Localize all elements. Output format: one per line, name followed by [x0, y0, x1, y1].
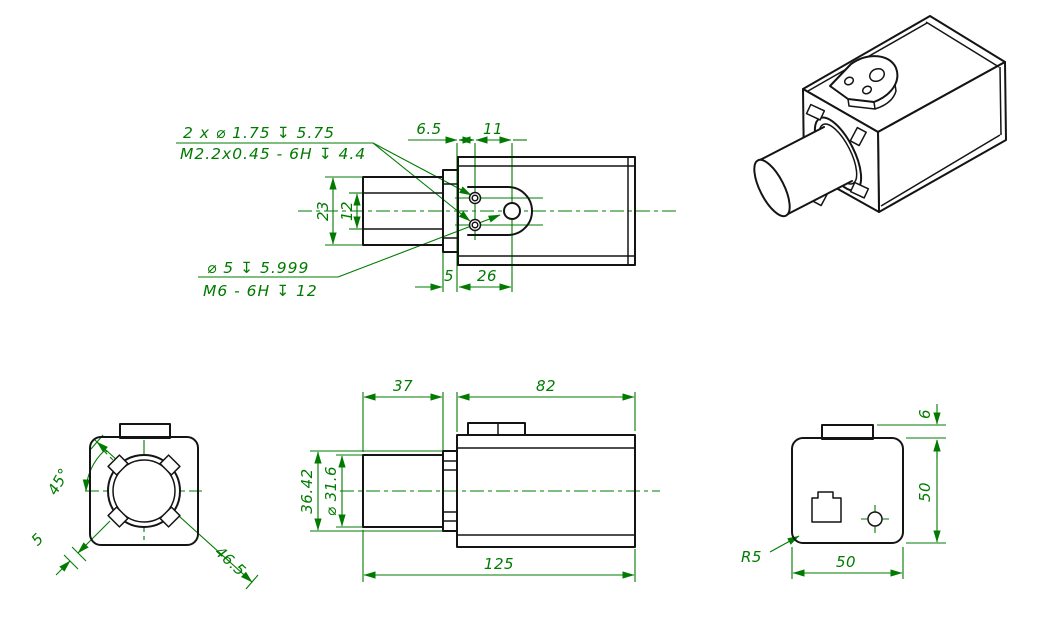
iso-boss-plate-thickness	[847, 83, 897, 110]
front-view-lug	[107, 454, 129, 476]
callout-small-holes-line1: 2 x ⌀ 1.75 ↧ 5.75	[183, 124, 335, 142]
dim-125-label: 125	[484, 555, 514, 573]
rear-view: 6 50 50 R5	[741, 404, 946, 579]
top-view-center-hole	[503, 202, 521, 220]
iso-boss-small-hole	[843, 76, 855, 86]
dim-45deg-label: 45°	[44, 465, 74, 498]
rear-view-dimension-lines	[769, 404, 946, 579]
side-view-boss-outline	[467, 422, 526, 436]
dim-12-label: 12	[338, 201, 356, 221]
side-view: 37 82 36.42 ⌀ 31.6 125	[298, 377, 660, 582]
dim-50-height-label: 50	[916, 482, 934, 502]
iso-ring-tab	[849, 181, 870, 199]
iso-boss-small-hole	[861, 85, 873, 95]
callout-center-hole-line1: ⌀ 5 ↧ 5.999	[207, 259, 309, 277]
top-view: 2 x ⌀ 1.75 ↧ 5.75 M2.2x0.45 - 6H ↧ 4.4 ⌀…	[176, 120, 680, 300]
isometric-view	[753, 15, 1007, 218]
iso-boss-center-hole	[868, 67, 886, 83]
top-view-body-outline	[457, 156, 636, 266]
rear-view-body-outline	[791, 437, 904, 544]
front-view-lug	[159, 454, 181, 476]
iso-ring-tab	[849, 126, 867, 147]
top-view-boss-outline	[467, 186, 533, 236]
iso-barrel-end	[753, 158, 791, 218]
front-view: 45° 5 46.5	[28, 423, 259, 590]
dim-23-label: 23	[314, 201, 332, 221]
dim-31-6-label: ⌀ 31.6	[322, 466, 340, 516]
front-view-ring-inner	[112, 459, 176, 523]
dim-5-label: 5	[444, 267, 454, 285]
dim-11-label: 11	[483, 120, 503, 138]
side-view-dimension-lines	[310, 392, 660, 582]
top-view-small-hole-lower	[468, 218, 482, 232]
callout-center-hole-line2: M6 - 6H ↧ 12	[203, 282, 318, 300]
dim-6-5-label: 6.5	[416, 120, 441, 138]
rear-view-top-tab	[821, 424, 874, 440]
dim-26-label: 26	[477, 267, 497, 285]
dim-r5-label: R5	[741, 548, 762, 566]
iso-boss-plate	[829, 55, 899, 103]
dim-37-label: 37	[393, 377, 413, 395]
dim-82-label: 82	[536, 377, 556, 395]
front-view-lug	[159, 506, 181, 528]
dim-lug-5-label: 5	[28, 530, 48, 550]
front-view-top-tab	[119, 423, 171, 439]
iso-ring-tab	[805, 103, 826, 121]
side-view-body-outline	[456, 434, 636, 548]
dim-6-label: 6	[916, 409, 934, 419]
rear-view-screw-hole	[867, 511, 883, 527]
dim-50-width-label: 50	[836, 553, 856, 571]
dim-36-42-label: 36.42	[298, 468, 316, 513]
top-view-small-hole-upper	[468, 191, 482, 205]
callout-small-holes-line2: M2.2x0.45 - 6H ↧ 4.4	[180, 145, 366, 163]
rear-view-connector-socket	[811, 491, 842, 523]
front-view-lug	[107, 506, 129, 528]
front-view-body-outline	[89, 436, 199, 546]
